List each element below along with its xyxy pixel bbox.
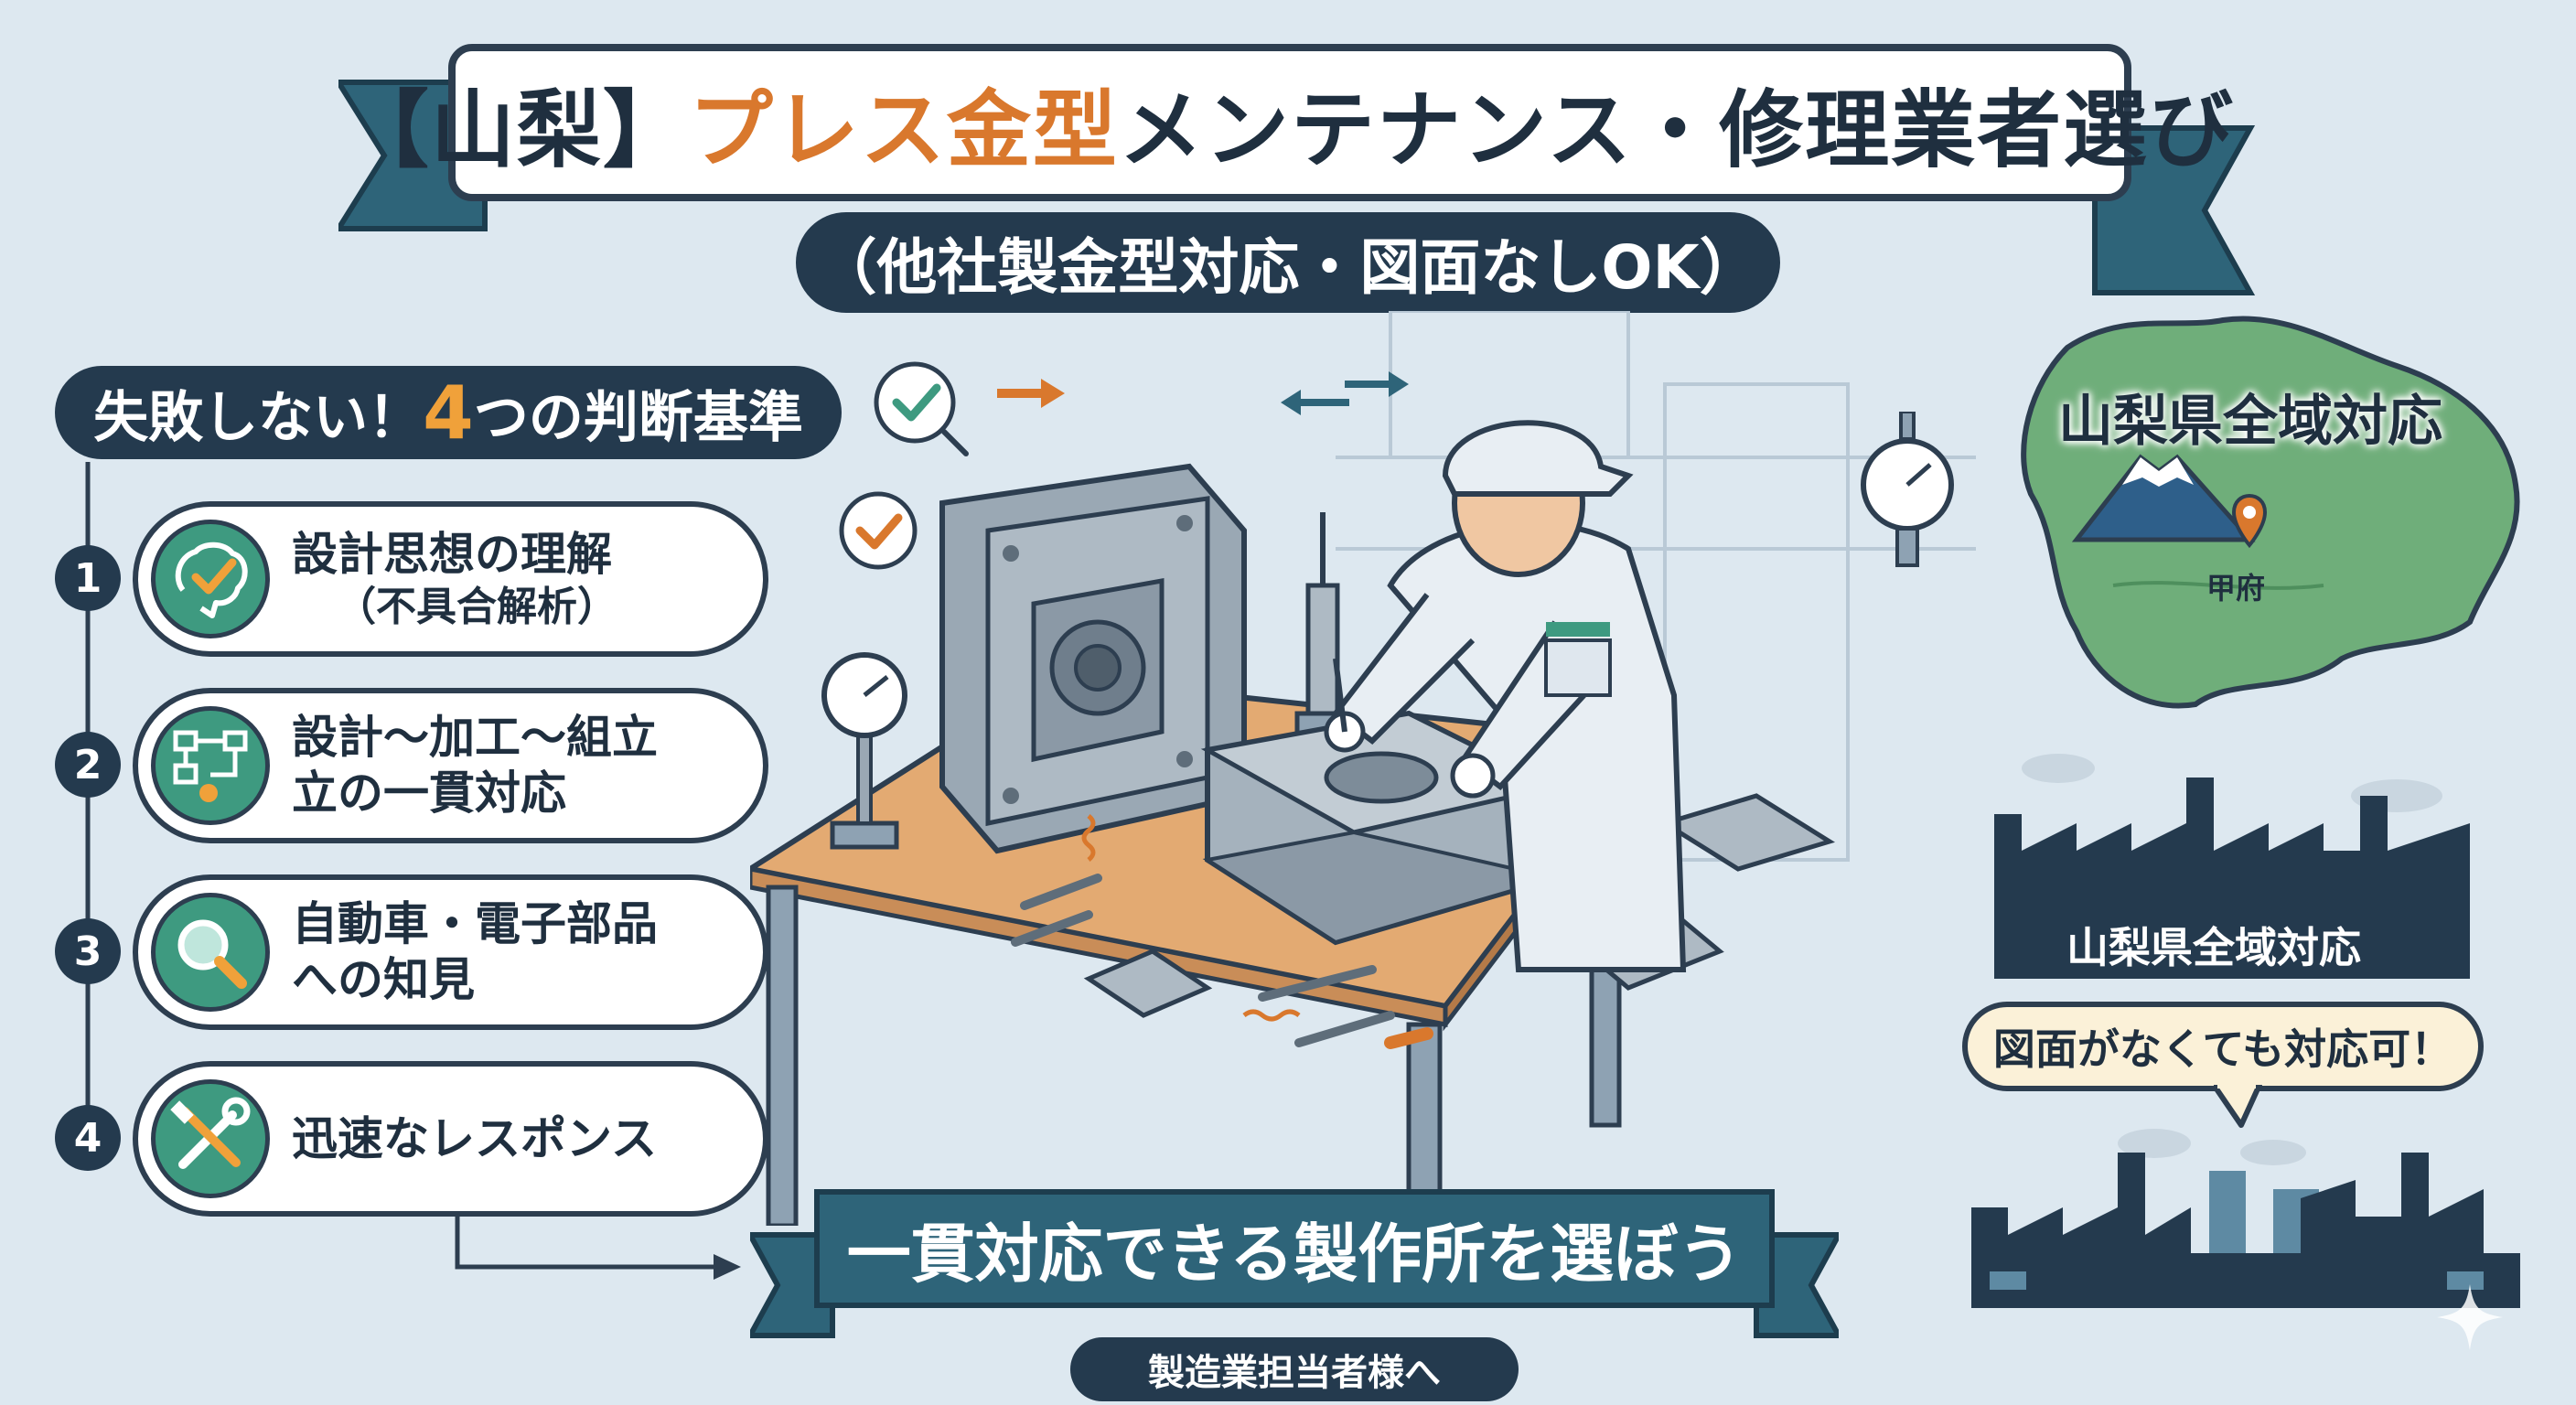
title-accent: プレス金型 [688, 80, 1119, 179]
springs [1081, 814, 1301, 1022]
page-title: 【山梨】プレス金型メンテナンス・修理業者選び [345, 44, 2233, 201]
sparkle-icon [2437, 1284, 2503, 1350]
worker-cap [1442, 420, 1634, 497]
factory-skyline-2-icon [1971, 1129, 2520, 1308]
criteria-header-pre: 失敗しない！ [93, 385, 424, 450]
hand-tools [1011, 874, 1395, 1047]
check-circle-icon [874, 361, 956, 444]
check-circle-orange-icon [839, 491, 918, 570]
criterion-item-3: 自動車・電子部品 への知見 [133, 874, 768, 1030]
title-prefix: 【山梨】 [344, 80, 689, 179]
checkmark-brain-icon [151, 520, 270, 638]
map-pin-label: 甲府 [2206, 571, 2266, 606]
bottom-banner: 一貫対応できる製作所を選ぼう [814, 1189, 1775, 1308]
speech-bubble-tail [2214, 1085, 2262, 1128]
flowchart-icon [151, 706, 270, 825]
criterion-item-1: 設計思想の理解 （不具合解析） [133, 501, 768, 657]
magnifier-icon [151, 893, 270, 1012]
criterion-3-line2: への知見 [292, 953, 475, 1006]
swap-arrow-icon [1389, 371, 1409, 397]
title-ribbon-right [2092, 125, 2256, 295]
footer-label: 製造業担当者様へ [1070, 1337, 1519, 1401]
yamanashi-map [2021, 316, 2520, 709]
wrench-screwdriver-icon [151, 1079, 270, 1198]
screwdriver-handle [1384, 1027, 1433, 1049]
map-label: 山梨県全域対応 [2058, 390, 2442, 454]
title-rest: メンテナンス・修理業者選び [1118, 80, 2236, 179]
criteria-header-post: つの判断基準 [473, 385, 803, 450]
pressure-gauge-icon [1861, 412, 1954, 567]
criterion-number-2: 2 [55, 732, 121, 798]
criterion-2-line1: 設計〜加工〜組立 [292, 711, 658, 764]
criterion-item-4: 迅速なレスポンス [133, 1061, 768, 1217]
criterion-3-line1: 自動車・電子部品 [292, 897, 658, 950]
criterion-1-line2: （不具合解析） [336, 583, 617, 630]
criterion-number-1: 1 [55, 545, 121, 611]
factory-label: 山梨県全域対応 [2066, 923, 2361, 972]
location-pin-icon [2231, 494, 2268, 549]
criterion-number-4: 4 [55, 1105, 121, 1171]
worker-illustration [1324, 420, 1687, 972]
tool-tray [1658, 793, 1836, 872]
criteria-header-number: 4 [423, 370, 474, 456]
criterion-1-line1: 設計思想の理解 [292, 527, 612, 581]
banner-ribbon-tails [750, 1232, 1839, 1338]
subtitle: （他社製金型対応・図面なしOK） [796, 212, 1780, 313]
table-leg [766, 885, 799, 1226]
arrow-right-icon [1041, 379, 1065, 408]
factory-skyline-icon [1994, 754, 2470, 979]
speech-bubble: 図面がなくても対応可！ [1962, 1002, 2484, 1091]
criterion-item-2: 設計〜加工〜組立 立の一貫対応 [133, 688, 768, 843]
criterion-4-line1: 迅速なレスポンス [292, 1111, 657, 1165]
criterion-2-line2: 立の一貫対応 [292, 767, 566, 820]
workshop-illustration [750, 311, 1976, 1226]
criterion-number-3: 3 [55, 918, 121, 984]
